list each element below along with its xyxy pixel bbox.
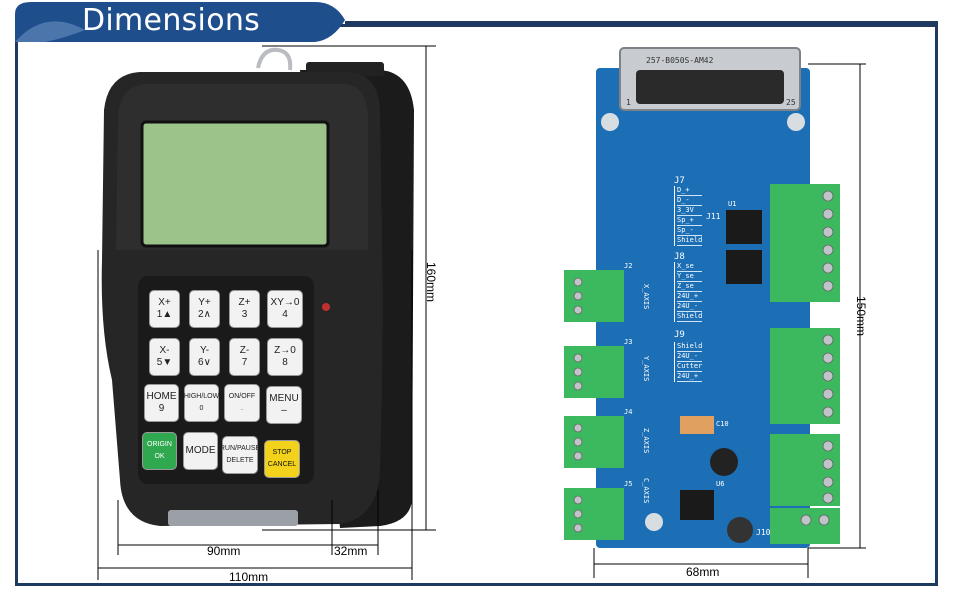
- dim-board-width: 68mm: [686, 565, 720, 579]
- terminal-blocks: [564, 184, 840, 544]
- designator-j11: J11: [706, 212, 721, 221]
- designator-j2: J2: [624, 262, 633, 270]
- key-x-minus: X-5▼: [149, 338, 180, 376]
- controller-board: [596, 47, 810, 548]
- designator-u1: U1: [728, 200, 737, 208]
- j9-pin-table: Shield 24U_- Cutter 24U_+: [674, 342, 703, 382]
- key-menu: MENU–: [266, 386, 302, 424]
- key-y-plus: Y+2∧: [189, 290, 220, 328]
- controller-dimension-lines: [97, 45, 436, 580]
- designator-j4: J4: [624, 408, 633, 416]
- label-z-axis: Z_AXIS: [642, 428, 650, 454]
- designator-j10: J10: [756, 528, 771, 537]
- terminal-z-axis: [564, 416, 624, 468]
- j7-pin-table: D_+ D_- 3_3V Sp_+ Sp_- Shield: [674, 186, 703, 246]
- status-led: [322, 303, 330, 311]
- designator-u6: U6: [716, 480, 725, 488]
- terminal-x-axis: [564, 270, 624, 322]
- content-frame: [15, 24, 938, 586]
- lcd-screen: [140, 120, 330, 248]
- connector-pin-25: 25: [786, 98, 796, 107]
- designator-c10: C10: [716, 420, 729, 428]
- connector-part-number: 257-B050S-AM42: [646, 56, 714, 65]
- dim-depth: 32mm: [334, 544, 368, 558]
- board-dimension-lines: [593, 63, 866, 578]
- designator-j8: J8: [674, 252, 685, 262]
- key-x-plus: X+1▲: [149, 290, 180, 328]
- designator-j9: J9: [674, 330, 685, 340]
- key-z-plus: Z+3: [229, 290, 260, 328]
- dim-total-width: 110mm: [229, 570, 269, 584]
- label-x-axis: X_AXIS: [642, 284, 650, 310]
- banner-title: Dimensions: [82, 3, 261, 38]
- dim-body-width: 90mm: [207, 544, 241, 558]
- j8-pin-table: X_se Y_se Z_se 24U_+ 24U_- Shield: [674, 262, 703, 322]
- title-banner: [15, 2, 345, 42]
- key-z-minus: Z-7: [229, 338, 260, 376]
- connector-pin-1: 1: [626, 98, 631, 107]
- designator-j3: J3: [624, 338, 633, 346]
- label-y-axis: Y_AXIS: [642, 356, 650, 382]
- dim-height: 160mm: [424, 262, 438, 303]
- designator-j5: J5: [624, 480, 633, 488]
- label-c-axis: C_AXIS: [642, 478, 650, 504]
- key-y-minus: Y-6∨: [189, 338, 220, 376]
- key-on-off: ON/OFF.: [224, 384, 260, 422]
- terminal-j10: [770, 508, 840, 544]
- terminal-y-axis: [564, 346, 624, 398]
- dim-board-height: 150mm: [854, 296, 868, 337]
- terminal-c-axis: [564, 488, 624, 540]
- banner-rule: [345, 21, 938, 24]
- terminal-screws: [573, 190, 834, 533]
- designator-j7: J7: [674, 176, 685, 186]
- key-mode: MODE: [183, 432, 218, 470]
